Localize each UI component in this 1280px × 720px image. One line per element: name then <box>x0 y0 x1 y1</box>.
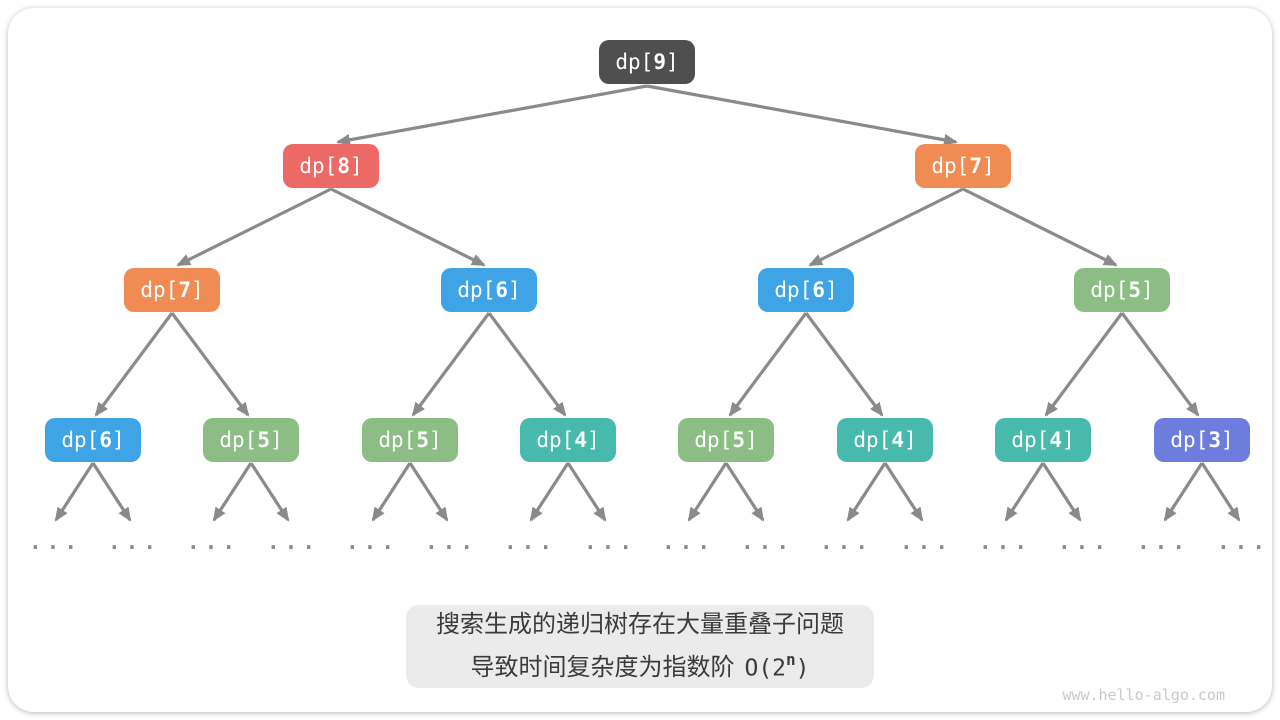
edge-arrow <box>883 462 924 522</box>
dp-node: dp[4] <box>995 418 1091 462</box>
ellipsis-label: ... <box>425 529 478 554</box>
edge-arrow <box>962 187 1118 267</box>
edge-arrow <box>94 312 174 417</box>
ellipsis-label: ... <box>900 529 953 554</box>
edge-arrow <box>330 187 486 267</box>
edge-arrow <box>566 462 607 522</box>
dp-node: dp[7] <box>915 144 1011 188</box>
caption-line1: 搜索生成的递归树存在大量重叠子问题 <box>436 610 844 638</box>
edge-arrow <box>846 462 887 522</box>
ellipsis-label: ... <box>662 529 715 554</box>
ellipsis-label: ... <box>187 529 240 554</box>
edge-arrow <box>176 187 332 267</box>
dp-node: dp[3] <box>1154 418 1250 462</box>
diagram-card: dp[9] dp[8] dp[7] dp[7] dp[6] dp[6] dp[5] dp[6]… <box>8 8 1272 712</box>
caption-line2-text: 导致时间复杂度为指数阶 <box>470 654 735 682</box>
edge-arrow <box>371 462 412 522</box>
ellipsis-label: ... <box>267 529 320 554</box>
ellipsis-label: ... <box>504 529 557 554</box>
ellipsis-label: ... <box>29 529 82 554</box>
edge-arrow <box>1200 462 1241 522</box>
edge-arrow <box>487 312 567 417</box>
dp-node: dp[6] <box>441 268 537 312</box>
edge-arrow <box>91 462 132 522</box>
caption-box: 搜索生成的递归树存在大量重叠子问题 导致时间复杂度为指数阶 O(2n) <box>406 605 874 688</box>
caption-line2: 导致时间复杂度为指数阶 O(2n) <box>470 643 809 688</box>
dp-node: dp[5] <box>678 418 774 462</box>
dp-node: dp[6] <box>758 268 854 312</box>
edge-arrow <box>408 462 449 522</box>
ellipsis-label: ... <box>584 529 637 554</box>
edge-arrow <box>1004 462 1045 522</box>
edge-arrow <box>54 462 95 522</box>
dp-node: dp[4] <box>837 418 933 462</box>
dp-node: dp[4] <box>520 418 616 462</box>
edge-arrow <box>646 84 958 146</box>
dp-node: dp[5] <box>203 418 299 462</box>
dp-node: dp[5] <box>1074 268 1170 312</box>
edges-svg <box>54 84 1241 522</box>
edge-arrow <box>212 462 253 522</box>
ellipsis-label: ... <box>346 529 399 554</box>
dp-node: dp[6] <box>45 418 141 462</box>
edge-arrow <box>728 312 808 417</box>
ellipsis-label: ... <box>741 529 794 554</box>
formula-exponent: n <box>786 649 796 669</box>
edge-arrow <box>804 312 884 417</box>
complexity-formula: O(2n) <box>744 649 810 682</box>
edge-arrow <box>170 312 250 417</box>
dp-node: dp[9] <box>599 40 695 84</box>
edge-arrow <box>724 462 765 522</box>
dp-node: dp[5] <box>362 418 458 462</box>
edge-arrow <box>249 462 290 522</box>
ellipsis-label: ... <box>108 529 161 554</box>
ellipsis-label: ... <box>1058 529 1111 554</box>
edge-arrow <box>411 312 491 417</box>
dp-node: dp[8] <box>283 144 379 188</box>
ellipsis-label: ... <box>820 529 873 554</box>
watermark: www.hello-algo.com <box>1062 686 1225 704</box>
edge-arrow <box>687 462 728 522</box>
ellipsis-label: ... <box>1137 529 1190 554</box>
ellipsis-label: ... <box>1217 529 1270 554</box>
edge-arrow <box>529 462 570 522</box>
edge-arrow <box>1044 312 1124 417</box>
dp-node: dp[7] <box>124 268 220 312</box>
edge-arrow <box>1163 462 1204 522</box>
edge-arrow <box>808 187 964 267</box>
ellipsis-label: ... <box>979 529 1032 554</box>
edge-arrow <box>1120 312 1200 417</box>
edge-arrow <box>336 84 648 146</box>
edge-arrow <box>1041 462 1082 522</box>
